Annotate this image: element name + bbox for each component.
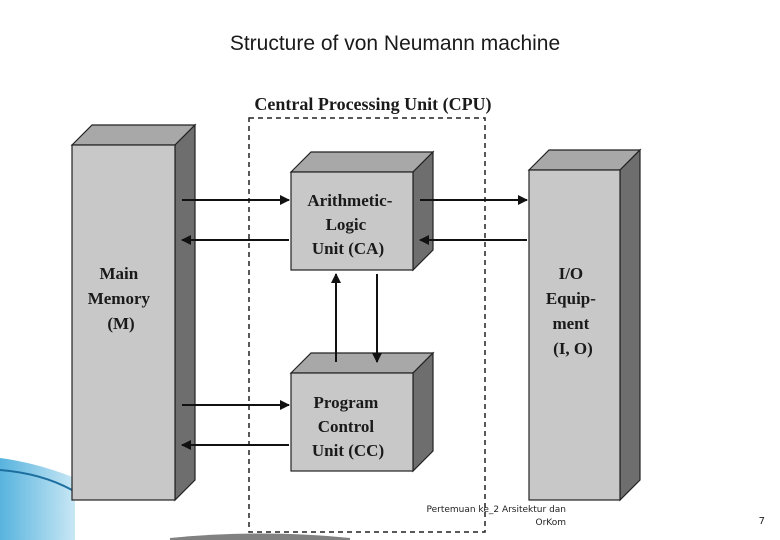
- main-memory-label-3: (M): [107, 314, 134, 333]
- slide-title: Structure of von Neumann machine: [229, 32, 561, 55]
- control-unit-box: Program Control Unit (CC): [289, 351, 435, 473]
- page-number: 7: [758, 516, 765, 527]
- svg-text:Program Control Un: Program Control Unit (CC): [312, 393, 384, 460]
- svg-text:Arithmetic- Logic: Arithmetic- Logic Unit (CA): [307, 191, 396, 258]
- io-label-1: I/O: [559, 264, 584, 283]
- io-equipment-box: I/O Equip- ment (I, O): [527, 148, 642, 502]
- decorative-swoosh-bottom: [170, 533, 350, 540]
- decorative-swoosh-line: [0, 469, 73, 491]
- main-memory-label-1: Main: [100, 264, 139, 283]
- alu-box: Arithmetic- Logic Unit (CA): [289, 150, 435, 272]
- alu-label-3: Unit (CA): [312, 239, 384, 258]
- footer-text: Pertemuan ke_2 Arsitektur dan OrKom: [400, 504, 566, 530]
- control-unit-label-1: Program: [313, 393, 378, 412]
- cpu-label: Central Processing Unit (CPU): [254, 94, 491, 115]
- io-label-2: Equip-: [546, 289, 596, 308]
- io-label-4: (I, O): [553, 339, 593, 358]
- decorative-swoosh: [0, 458, 75, 540]
- alu-label-1: Arithmetic-: [307, 191, 392, 210]
- svg-text:Main Memory (M): Main Memory (M): [88, 264, 155, 333]
- control-unit-label-2: Control: [318, 417, 375, 436]
- main-memory-box: Main Memory (M): [70, 123, 197, 502]
- alu-label-2: Logic: [326, 215, 367, 234]
- main-memory-label-2: Memory: [88, 289, 151, 308]
- footer-line-2: OrKom: [535, 518, 566, 528]
- svg-text:I/O Equip- ment: I/O Equip- ment (I, O): [546, 264, 600, 358]
- io-label-3: ment: [552, 314, 589, 333]
- cpu-boundary: [248, 117, 486, 533]
- control-unit-label-3: Unit (CC): [312, 441, 384, 460]
- footer-line-1: Pertemuan ke_2 Arsitektur dan: [426, 505, 566, 515]
